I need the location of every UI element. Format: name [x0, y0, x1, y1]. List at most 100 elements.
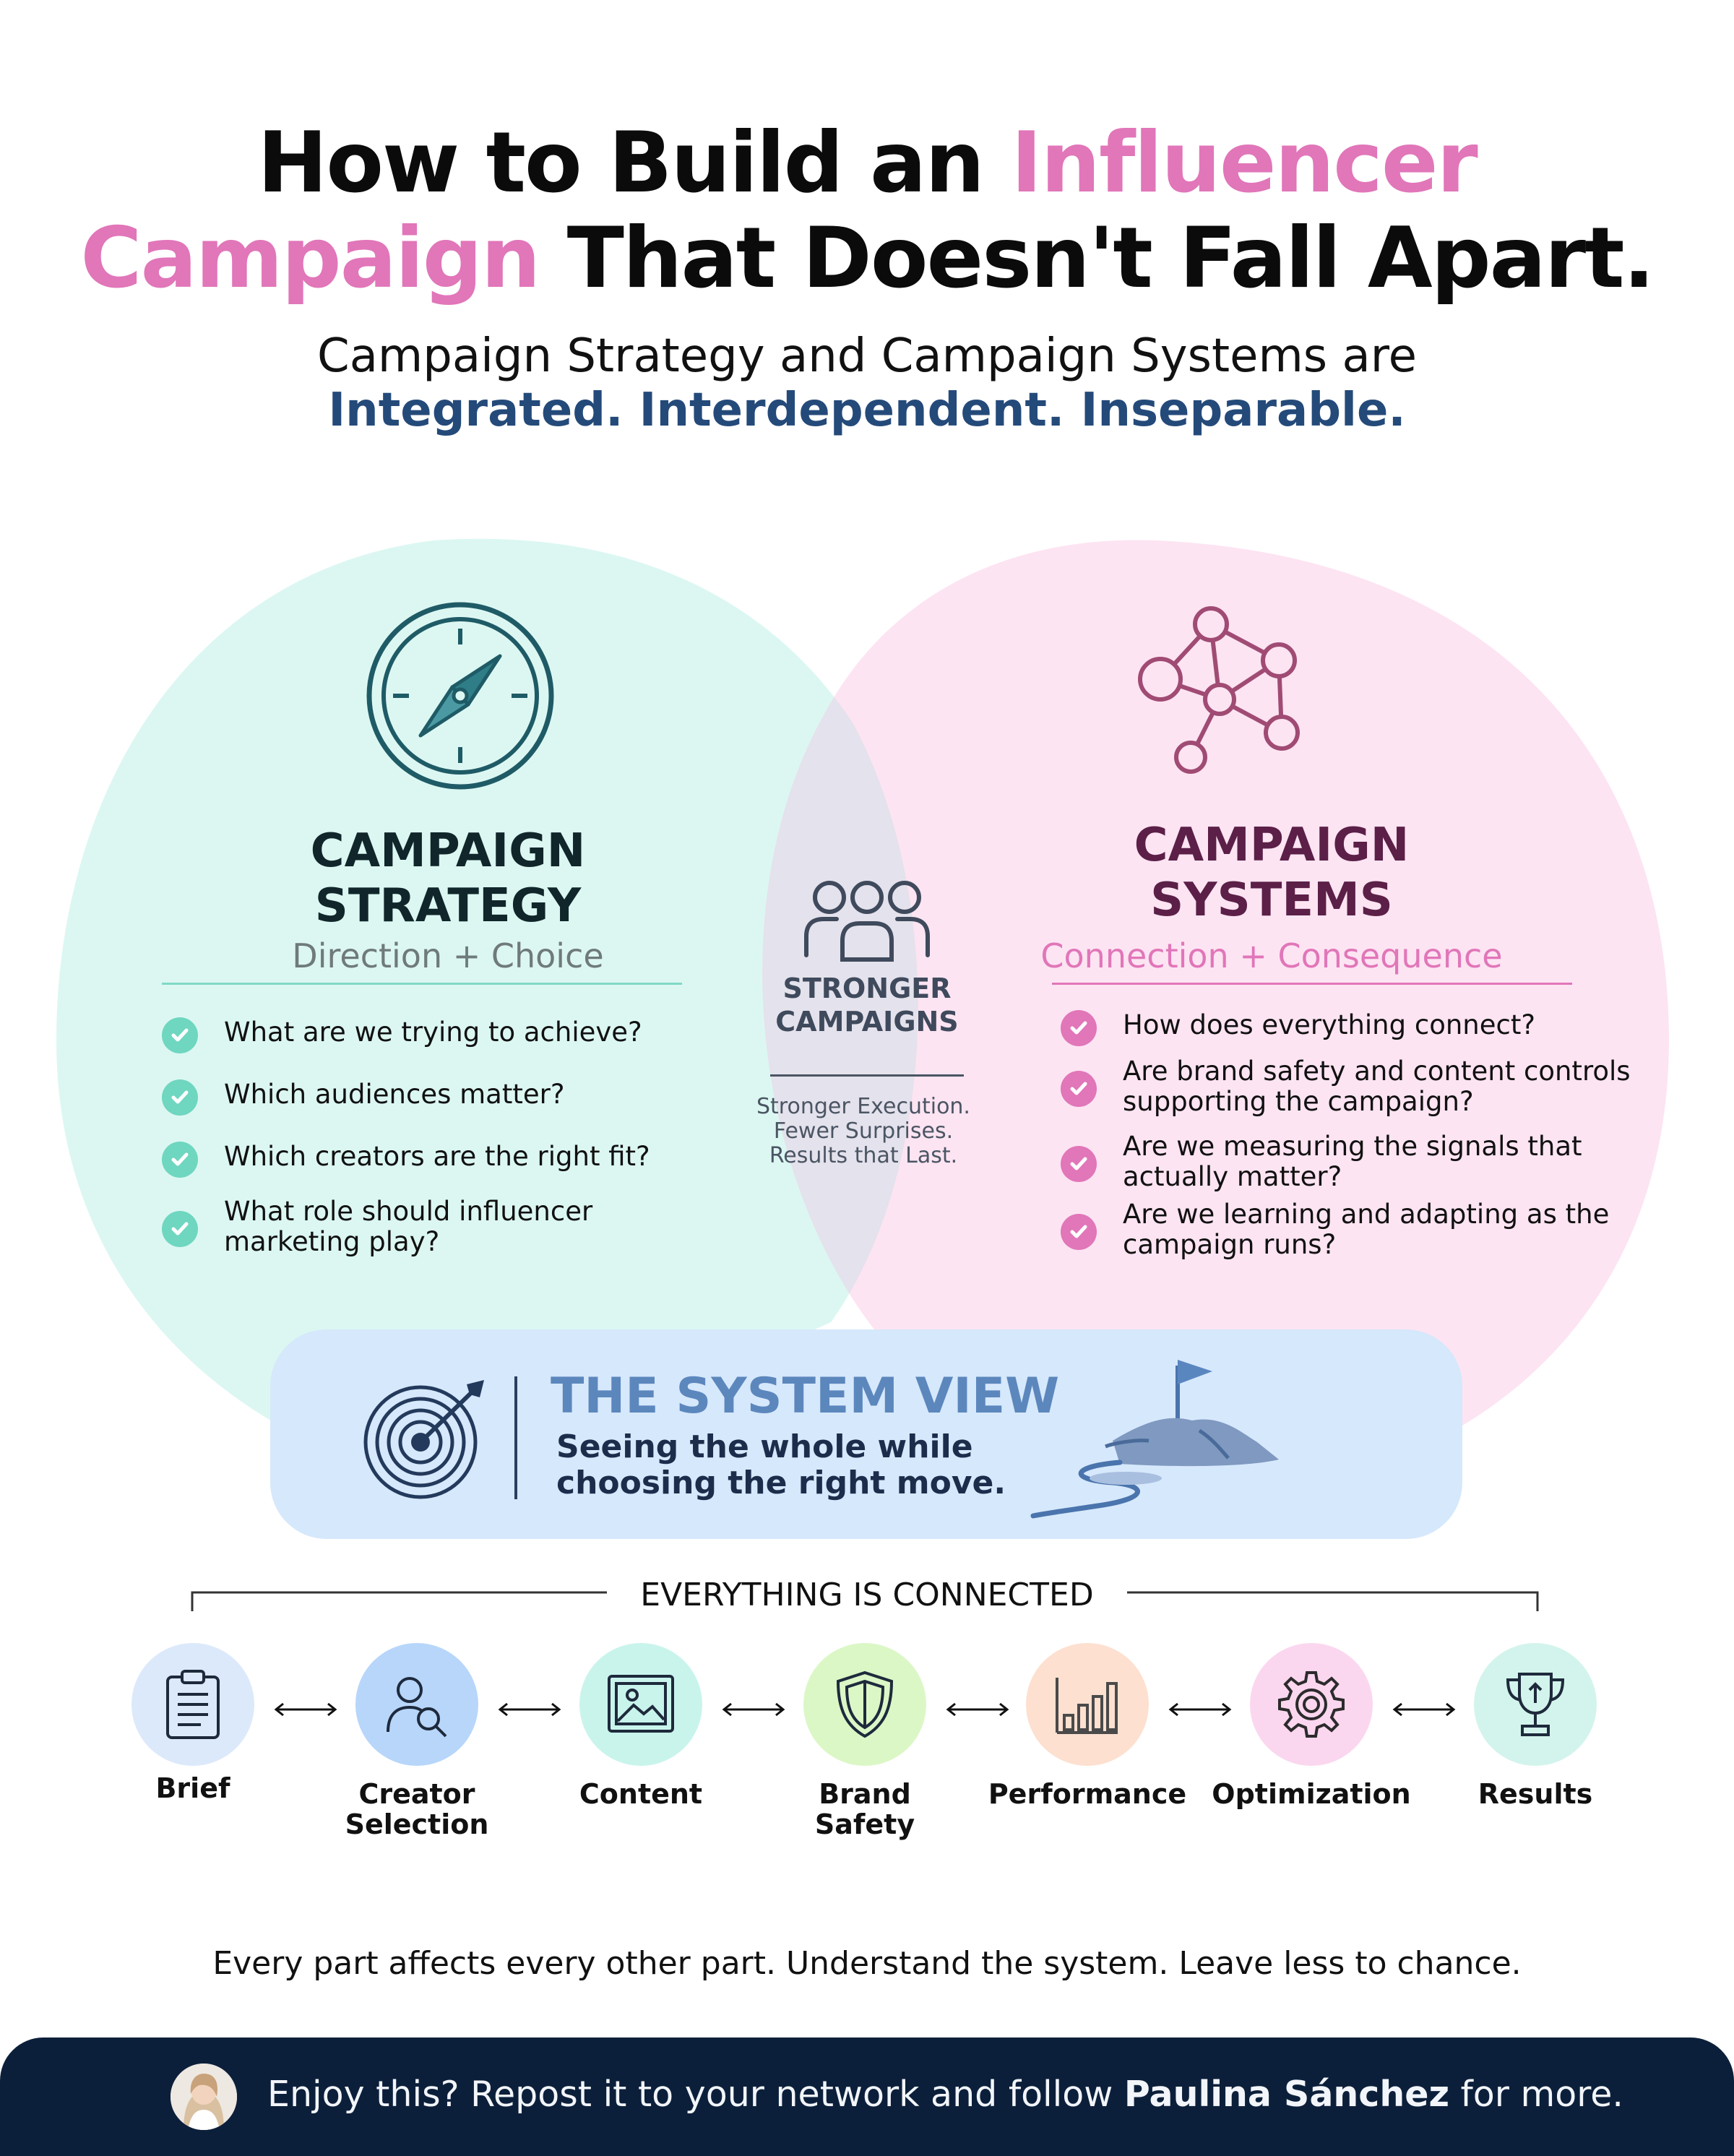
connector-arrow-icon	[1392, 1701, 1457, 1721]
avatar[interactable]	[171, 2064, 237, 2130]
step-label-line-2: Safety	[814, 1808, 915, 1840]
question-line-1: Are brand safety and content controls	[1123, 1056, 1631, 1087]
question-line-2: actually matter?	[1123, 1161, 1342, 1192]
question-text: Which audiences matter?	[224, 1079, 564, 1110]
check-icon	[1061, 1071, 1097, 1107]
connector-arrow-icon	[497, 1701, 562, 1721]
people-group-icon	[804, 881, 930, 962]
step-label: Content	[532, 1779, 749, 1809]
step-bar-chart	[1026, 1643, 1149, 1766]
network-icon	[1138, 606, 1300, 774]
step-label-line-1: Optimization	[1212, 1778, 1411, 1810]
center-label: STRONGER CAMPAIGNS	[730, 972, 1004, 1038]
footer-cta-before: Enjoy this? Repost it to your network an…	[267, 2074, 1124, 2115]
strategy-title: CAMPAIGN STRATEGY	[217, 824, 679, 933]
connected-label: EVERYTHING IS CONNECTED	[607, 1575, 1127, 1616]
step-label-line-1: Brief	[155, 1772, 230, 1804]
title-highlight-campaign: Campaign	[80, 210, 540, 307]
systems-subtitle: Connection + Consequence	[1040, 936, 1503, 975]
question-line-2: supporting the campaign?	[1123, 1086, 1474, 1117]
question-line-1: Are we learning and adapting as the	[1123, 1199, 1610, 1230]
footer-cta-after: for more.	[1449, 2074, 1624, 2115]
center-label-line-2: CAMPAIGNS	[775, 1006, 959, 1038]
trophy-icon	[1499, 1668, 1571, 1741]
step-label-line-1: Results	[1478, 1778, 1593, 1810]
step-label: Brief	[85, 1773, 301, 1803]
system-view-desc-line-1: Seeing the whole while	[556, 1428, 973, 1465]
systems-title-line-1: CAMPAIGN	[1134, 819, 1410, 872]
system-view-divider	[514, 1376, 517, 1499]
check-icon	[1061, 1010, 1097, 1046]
strategy-underline	[162, 983, 682, 985]
center-label-line-1: STRONGER	[782, 973, 952, 1004]
step-clipboard	[131, 1643, 254, 1766]
clipboard-icon	[160, 1668, 225, 1741]
strategy-title-line-1: CAMPAIGN	[310, 824, 586, 878]
bar-chart-icon	[1051, 1672, 1123, 1737]
page-title: How to Build an Influencer Campaign That…	[0, 116, 1734, 306]
question-line-2: campaign runs?	[1123, 1229, 1337, 1260]
question-line-2: marketing play?	[224, 1226, 440, 1257]
question-line-1: How does everything connect?	[1123, 1009, 1536, 1040]
footer-message: Every part affects every other part. Und…	[212, 1945, 1522, 1982]
step-label-line-1: Content	[579, 1778, 703, 1810]
image-icon	[605, 1672, 677, 1737]
step-label-line-1: Performance	[988, 1778, 1187, 1810]
footer-cta: Enjoy this? Repost it to your network an…	[267, 2071, 1623, 2118]
strategy-subtitle: Direction + Choice	[292, 936, 604, 975]
strategy-question-list: What are we trying to achieve? Which audi…	[162, 1017, 711, 1277]
check-icon	[162, 1079, 198, 1116]
connector-arrow-icon	[945, 1701, 1010, 1721]
system-view-description: Seeing the whole while choosing the righ…	[556, 1429, 1006, 1501]
question-text: What are we trying to achieve?	[224, 1017, 642, 1048]
center-divider	[770, 1074, 964, 1077]
check-icon	[162, 1017, 198, 1053]
systems-question-list: How does everything connect? Are brand sa…	[1061, 1010, 1653, 1285]
center-outcome-3: Results that Last.	[769, 1143, 958, 1168]
footer-author-link[interactable]: Paulina Sánchez	[1123, 2074, 1449, 2115]
check-icon	[162, 1211, 198, 1247]
avatar-image	[171, 2064, 237, 2130]
step-label: Optimization	[1203, 1779, 1420, 1809]
strategy-title-line-2: STRATEGY	[314, 879, 582, 933]
target-icon	[363, 1380, 484, 1499]
step-creator-search	[355, 1643, 478, 1766]
system-view-title: THE SYSTEM VIEW	[551, 1368, 1060, 1425]
question-line-1: Which creators are the right fit?	[224, 1141, 650, 1172]
mountain-flag-icon	[1030, 1360, 1279, 1519]
title-highlight-influencer: Influencer	[1011, 114, 1478, 212]
step-shield	[803, 1643, 926, 1766]
center-outcome-1: Stronger Execution.	[756, 1094, 970, 1119]
creator-search-icon	[381, 1668, 453, 1741]
center-outcomes: Stronger Execution. Fewer Surprises. Res…	[722, 1095, 1004, 1168]
step-gear	[1250, 1643, 1373, 1766]
page-subtitle: Campaign Strategy and Campaign Systems a…	[317, 329, 1417, 383]
center-outcome-2: Fewer Surprises.	[773, 1118, 954, 1144]
system-view-panel	[270, 1329, 1462, 1539]
compass-icon	[366, 602, 554, 790]
systems-title-line-2: SYSTEMS	[1150, 874, 1393, 927]
check-icon	[1061, 1214, 1097, 1250]
step-label-line-2: Selection	[345, 1808, 489, 1840]
question-text: How does everything connect?	[1123, 1010, 1535, 1040]
connector-arrow-icon	[1168, 1701, 1233, 1721]
connector-arrow-icon	[721, 1701, 786, 1721]
check-icon	[162, 1142, 198, 1178]
systems-underline	[1052, 983, 1572, 985]
step-image	[579, 1643, 702, 1766]
footer-bar	[0, 2038, 1734, 2156]
question-line-1: Are we measuring the signals that	[1123, 1131, 1582, 1162]
title-part-1: How to Build an	[257, 114, 1012, 212]
step-label-line-1: Brand	[819, 1778, 911, 1810]
step-label-line-1: Creator	[358, 1778, 475, 1810]
question-line-1: What are we trying to achieve?	[224, 1017, 642, 1048]
systems-title: CAMPAIGN SYSTEMS	[1040, 818, 1503, 928]
step-label: Performance	[979, 1779, 1196, 1809]
step-label: Results	[1427, 1779, 1644, 1809]
